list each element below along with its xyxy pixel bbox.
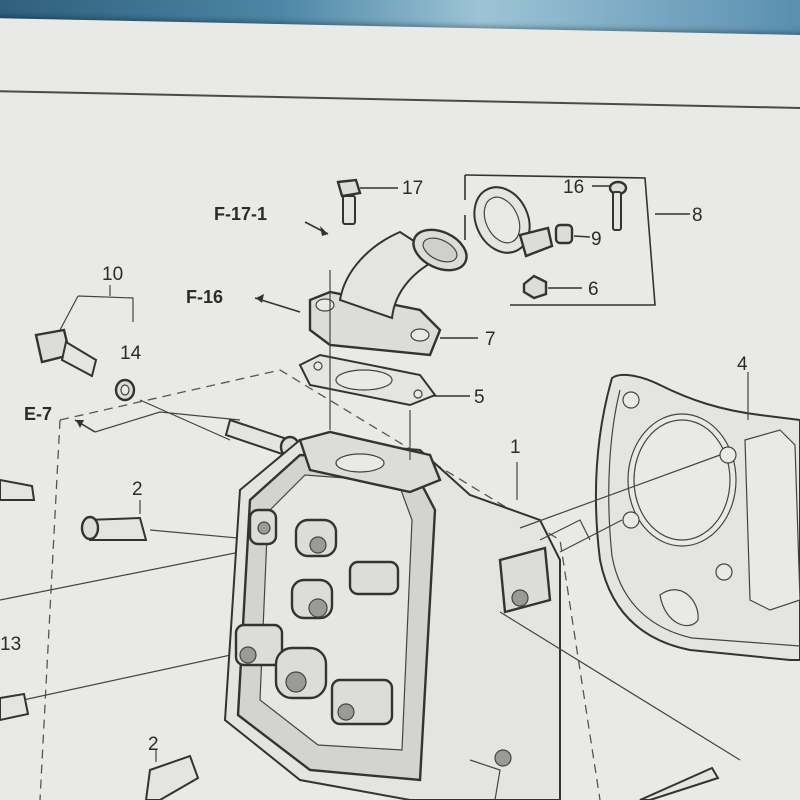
label-part-10: 10: [102, 264, 123, 285]
part-13-dowel-pin: [0, 692, 30, 722]
edge-bolt: [0, 478, 36, 501]
gasket-alignment-lines: [329, 270, 741, 761]
reference-arrows: [74, 221, 329, 433]
part-17-bolt: [336, 178, 398, 225]
label-part-14: 14: [120, 343, 142, 364]
part-8-clamp-band: [473, 186, 554, 258]
part-14-sealing-washer: [114, 378, 231, 441]
lower-stud-bolt: [639, 766, 720, 800]
label-part-2-lower: 2: [148, 734, 159, 755]
label-part-13: 13: [0, 634, 21, 655]
label-ref-f-16: F-16: [186, 287, 223, 307]
part-5-insulator-gasket: [298, 353, 470, 407]
label-part-7: 7: [485, 329, 496, 350]
label-part-5: 5: [474, 387, 485, 408]
label-part-2-upper: 2: [132, 479, 143, 500]
label-part-9: 9: [591, 229, 602, 250]
part-10-temperature-sensor: [34, 285, 134, 378]
part-9-nut: [554, 223, 591, 245]
label-part-17: 17: [402, 178, 423, 199]
label-part-8: 8: [692, 205, 703, 226]
part-2-valve-guide-lower: [144, 750, 200, 800]
part-2-valve-guide-upper: [80, 500, 261, 541]
part-1-cylinder-head: [223, 430, 591, 800]
label-ref-f-17-1: F-17-1: [214, 204, 267, 224]
label-part-1: 1: [510, 437, 521, 458]
part-6-nut: [522, 274, 582, 300]
part-8-group-box: [464, 174, 690, 306]
part-16-bolt: [592, 180, 628, 231]
label-part-4: 4: [737, 354, 748, 375]
label-ref-e-7: E-7: [24, 404, 52, 424]
part-7-intake-pipe: [308, 228, 478, 357]
label-part-16: 16: [563, 177, 584, 198]
part-4-cylinder-head-gasket: [594, 372, 800, 661]
e7-leader-line: [94, 411, 241, 433]
label-part-6: 6: [588, 279, 599, 300]
